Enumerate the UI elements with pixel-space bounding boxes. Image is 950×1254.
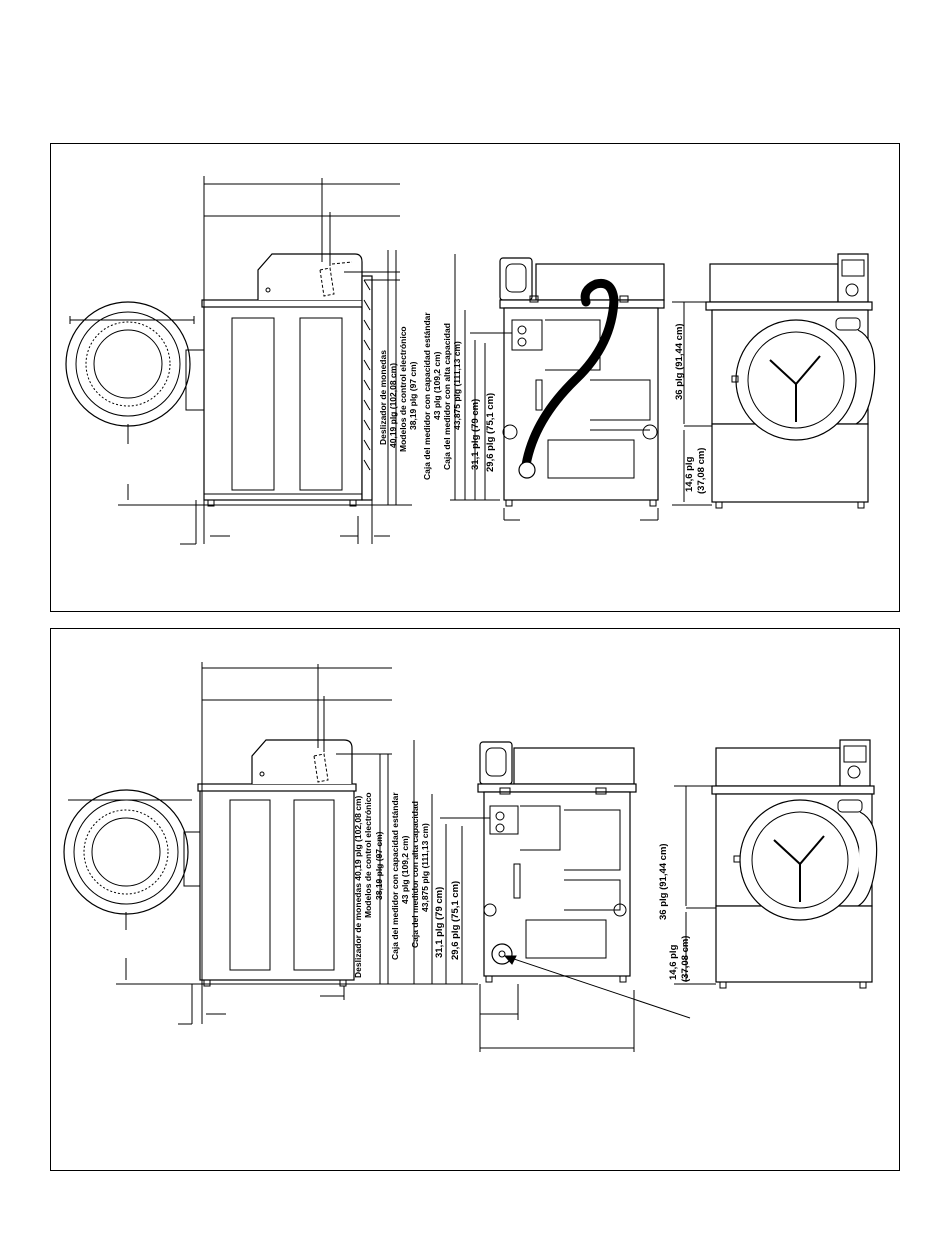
top-front-labels: 36 plg (91,44 cm) 14,6 plg (37,08 cm) [674, 323, 707, 494]
top-rear-labels: 31,1 plg (79 cm) 29,6 plg (75,1 cm) [470, 393, 496, 472]
top-label-high-meter-dim: 43,875 plg (111,13 cm) [452, 341, 462, 430]
bottom-label-high-meter: Caja del medidor con alta capacidad [410, 801, 420, 948]
top-diagram-panel [50, 143, 900, 612]
top-dim-36: 36 plg (91,44 cm) [674, 323, 685, 400]
bottom-label-electronic: Modelos de control electrónico [363, 792, 373, 918]
bottom-dim-14-a: 14,6 plg [668, 944, 679, 980]
top-label-electronic: Modelos de control electrónico [398, 326, 408, 452]
top-label-high-meter: Caja del medidor con alta capacidad [442, 323, 452, 470]
top-label-coin-slide: Deslizador de monedas [378, 350, 388, 445]
bottom-dim-29: 29,6 plg (75,1 cm) [450, 881, 461, 960]
top-rear-view [450, 254, 665, 521]
top-label-electronic-dim: 38,19 plg (97 cm) [408, 361, 418, 430]
top-front-view [672, 253, 876, 509]
bottom-rear-view [410, 740, 691, 1052]
bottom-front-labels: 36 plg (91,44 cm) 14,6 plg (37,08 cm) [658, 843, 691, 982]
top-label-std-meter-dim: 43 plg (109,2 cm) [432, 351, 442, 420]
bottom-label-coin-slide: Deslizador de monedas 40,19 plg (102,08 … [353, 795, 363, 978]
bottom-dim-36: 36 plg (91,44 cm) [658, 843, 669, 920]
top-side-view [65, 176, 412, 545]
bottom-diagram-panel [50, 628, 900, 1171]
bottom-label-std-meter-dim: 43 plg (109,2 cm) [400, 835, 410, 904]
bottom-label-high-meter-dim: 43,875 plg (111,13 cm) [420, 823, 430, 912]
top-label-coin-slide-dim: 40,19 plg (102,08 cm) [388, 363, 398, 448]
bottom-front-view [674, 739, 878, 989]
top-dim-31: 31,1 plg (79 cm) [470, 399, 481, 470]
bottom-label-std-meter: Caja del medidor con capacidad estándar [390, 792, 400, 960]
bottom-side-view [63, 662, 420, 1025]
top-label-std-meter: Caja del medidor con capacidad estándar [422, 312, 432, 480]
bottom-side-labels: Deslizador de monedas 40,19 plg (102,08 … [353, 792, 430, 978]
top-dim-14-b: (37,08 cm) [696, 448, 707, 494]
bottom-dim-14-b: (37,08 cm) [680, 936, 691, 982]
bottom-rear-labels: 31,1 plg (79 cm) 29,6 plg (75,1 cm) [434, 881, 461, 960]
bottom-label-electronic-dim: 38,19 plg (97 cm) [374, 831, 384, 900]
top-side-labels: Deslizador de monedas 40,19 plg (102,08 … [378, 312, 462, 480]
top-dim-14-a: 14,6 plg [684, 456, 695, 492]
bottom-dim-31: 31,1 plg (79 cm) [434, 887, 445, 958]
top-dim-29: 29,6 plg (75,1 cm) [485, 393, 496, 472]
